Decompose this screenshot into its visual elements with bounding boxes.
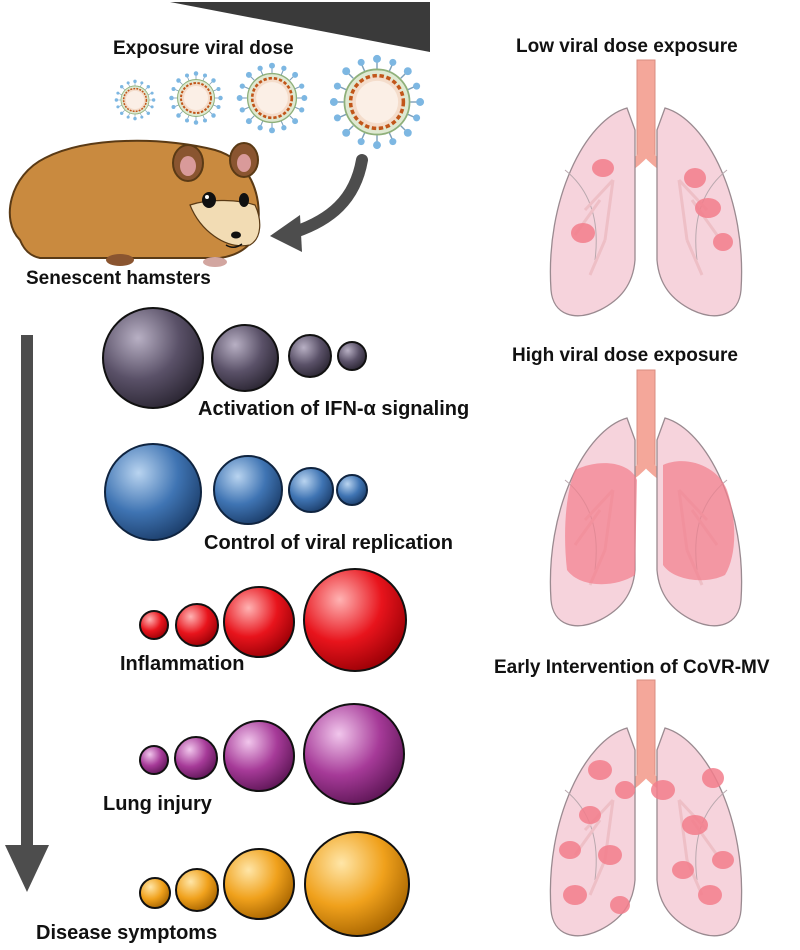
virus-particles — [113, 53, 426, 151]
senescent-hamsters-label: Senescent hamsters — [26, 268, 211, 289]
lung-icon — [550, 60, 741, 316]
symptom-spheres — [139, 831, 410, 937]
sphere — [303, 568, 407, 672]
lung-injury-label: Lung injury — [103, 793, 212, 815]
sphere — [104, 443, 202, 541]
curved-arrow-icon — [270, 154, 368, 252]
replication-spheres — [104, 443, 368, 541]
sphere — [337, 341, 367, 371]
sphere — [139, 877, 171, 909]
dose-wedge-icon — [170, 2, 430, 52]
inflammation-label: Inflammation — [120, 653, 245, 675]
down-arrow-icon — [5, 335, 49, 892]
ifn-spheres — [102, 307, 367, 409]
sphere — [288, 467, 334, 513]
sphere — [213, 455, 283, 525]
sphere — [304, 831, 410, 937]
sphere — [174, 736, 218, 780]
lung-icon — [550, 370, 741, 626]
sphere — [175, 603, 219, 647]
sphere — [139, 610, 169, 640]
sphere — [102, 307, 204, 409]
early-intervention-label: Early Intervention of CoVR-MV — [494, 657, 770, 678]
sphere — [336, 474, 368, 506]
sphere — [223, 586, 295, 658]
high-dose-label: High viral dose exposure — [512, 345, 738, 366]
injury-spheres — [139, 703, 405, 805]
activation-ifn-label: Activation of IFN-α signaling — [198, 398, 470, 420]
lung-icon — [550, 680, 741, 936]
control-replication-label: Control of viral replication — [204, 532, 453, 554]
sphere — [288, 334, 332, 378]
exposure-dose-label: Exposure viral dose — [113, 38, 294, 59]
low-dose-label: Low viral dose exposure — [516, 36, 738, 57]
sphere — [303, 703, 405, 805]
virus-icon — [113, 78, 157, 122]
sphere — [139, 745, 169, 775]
sphere — [211, 324, 279, 392]
virus-icon — [168, 70, 224, 126]
virus-icon — [235, 61, 309, 135]
inflammation-spheres — [139, 568, 407, 672]
virus-icon — [328, 53, 426, 151]
sphere — [223, 848, 295, 920]
sphere — [175, 868, 219, 912]
hamster-icon — [8, 139, 261, 267]
disease-symptoms-label: Disease symptoms — [36, 922, 218, 944]
sphere — [223, 720, 295, 792]
